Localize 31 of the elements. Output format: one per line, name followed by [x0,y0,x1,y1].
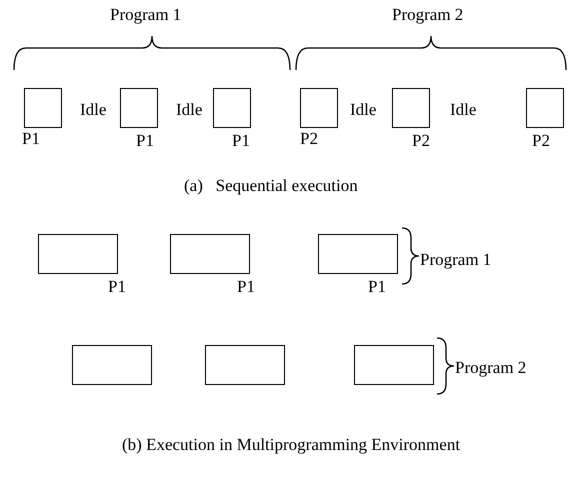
process-label: P1 [232,132,250,149]
process-label: P1 [22,130,40,147]
program-label: Program 1 [110,6,182,23]
caption: (b) Execution in Multiprogramming Environment [122,436,460,453]
process-box [205,345,285,385]
process-box [24,88,62,128]
idle-label: Idle [350,101,376,118]
process-label: P1 [136,132,154,149]
process-box [318,234,398,274]
process-box [213,88,251,128]
idle-label: Idle [450,101,476,118]
program-label: Program 2 [455,359,526,376]
process-box [38,234,118,274]
process-label: P1 [237,278,255,295]
caption: (a) Sequential execution [184,177,358,194]
process-label: P2 [300,130,318,147]
process-label: P2 [532,132,550,149]
process-label: P1 [108,278,126,295]
idle-label: Idle [176,101,202,118]
process-box [170,234,250,274]
process-label: P2 [412,132,430,149]
process-box [526,88,564,128]
idle-label: Idle [80,101,106,118]
process-box [392,88,430,128]
program-label: Program 2 [392,6,464,23]
process-box [120,88,158,128]
program-label: Program 1 [420,251,492,268]
process-box [300,88,338,128]
process-label: P1 [368,278,386,295]
process-box [354,345,434,385]
process-box [72,345,152,385]
